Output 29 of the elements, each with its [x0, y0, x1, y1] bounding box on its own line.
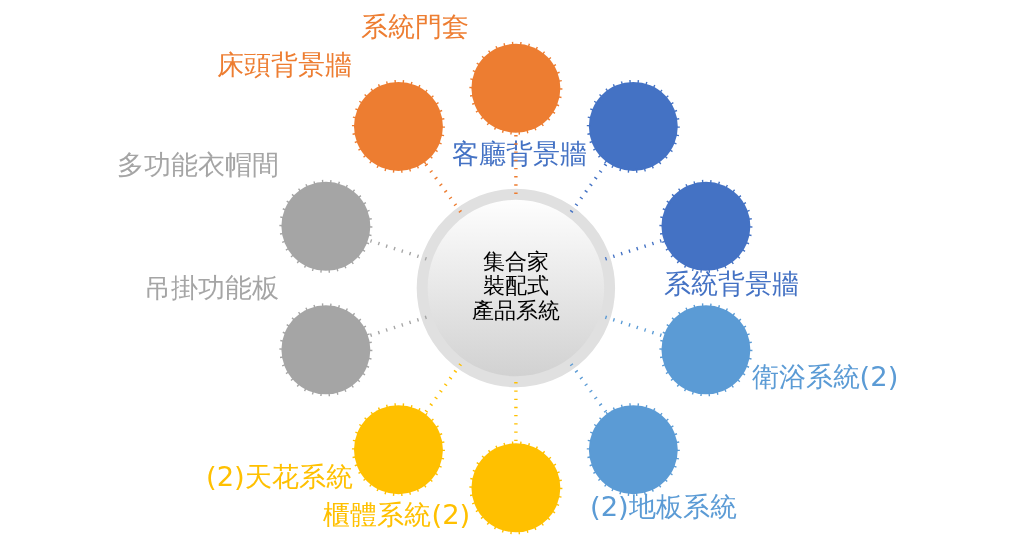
node-circle [469, 441, 563, 535]
connector [514, 133, 518, 194]
node-label: (2)天花系統 [206, 460, 353, 492]
node-circle [469, 41, 563, 135]
node-label: 衛浴系統(2) [751, 361, 899, 393]
node-label: 系統背景牆 [663, 267, 799, 299]
node-circle [351, 403, 445, 497]
node-label: 多功能衣帽間 [116, 148, 279, 180]
connector [569, 161, 609, 213]
connector [514, 382, 518, 444]
node-circle [279, 303, 373, 397]
node-label: 系統門套 [361, 10, 470, 42]
connector [367, 238, 427, 261]
node-label: 客廳背景牆 [451, 137, 587, 169]
node-circle: 集合家裝配式產品系統 [416, 188, 616, 388]
node-circle [659, 303, 753, 397]
node-label: 床頭背景牆 [216, 48, 352, 80]
node-label: (2)地板系統 [590, 491, 737, 523]
connector [604, 238, 664, 261]
connector [423, 363, 462, 415]
node-circle [279, 179, 373, 273]
node-label: 吊掛功能板 [144, 272, 280, 304]
connector [604, 315, 664, 338]
connector [569, 363, 609, 415]
node-label: 櫃體系統(2) [323, 499, 471, 531]
connector [367, 315, 427, 338]
node-circle [586, 79, 680, 173]
node-circle [351, 79, 445, 173]
connector [423, 161, 462, 213]
